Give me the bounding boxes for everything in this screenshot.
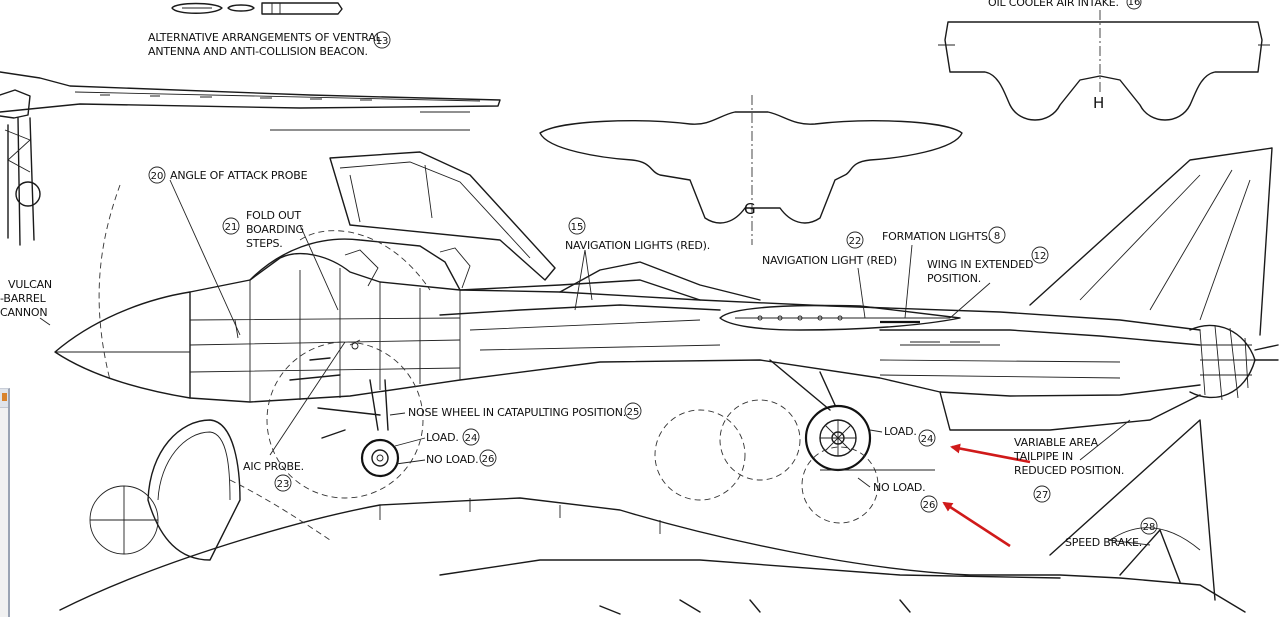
svg-text:20: 20: [151, 171, 164, 182]
wing-top-view: [0, 71, 501, 246]
svg-text:25: 25: [627, 407, 640, 418]
label-aic-probe: AIC PROBE.: [243, 460, 304, 473]
label-vulcan-2: -BARREL: [0, 292, 47, 305]
label-load-main-num: 24: [918, 429, 936, 447]
label-formation-lights: FORMATION LIGHTS.: [882, 230, 991, 243]
label-nav-light-2-num: 22: [846, 231, 864, 249]
label-nav-light-red-2: NAVIGATION LIGHT (RED): [762, 254, 897, 267]
label-load-main: LOAD.: [884, 425, 917, 438]
label-wing-extended-1: WING IN EXTENDED: [927, 258, 1033, 271]
svg-text:13: 13: [376, 36, 389, 47]
label-tailpipe-1: VARIABLE AREA: [1014, 436, 1099, 449]
label-aoa-num: 20: [148, 166, 166, 184]
window-icon: [2, 393, 7, 401]
label-wing-extended-num: 12: [1031, 246, 1049, 264]
label-no-load-main-num: 26: [920, 495, 938, 513]
label-vulcan-1: VULCAN: [8, 278, 52, 291]
label-alt-antenna-2: ANTENNA AND ANTI-COLLISION BEACON.: [148, 45, 368, 58]
label-boarding-3: STEPS.: [246, 237, 283, 250]
label-load-nose: LOAD.: [426, 431, 459, 444]
svg-text:27: 27: [1036, 490, 1049, 501]
label-no-load-nose-num: 26: [479, 449, 497, 467]
label-aoa-probe: ANGLE OF ATTACK PROBE: [170, 169, 308, 182]
label-vulcan-3: CANNON: [0, 306, 47, 319]
label-tailpipe-2: TAILPIPE IN: [1013, 450, 1073, 463]
svg-text:15: 15: [571, 222, 584, 233]
background-window-edge[interactable]: [0, 388, 10, 617]
svg-text:16: 16: [1128, 0, 1141, 8]
fuselage-side-view: [54, 147, 1279, 524]
label-boarding-num: 21: [222, 217, 240, 235]
label-section-h: H: [1093, 94, 1104, 112]
label-nav-lights-red: NAVIGATION LIGHTS (RED).: [565, 239, 710, 252]
label-oil-cooler-num: 16: [1126, 0, 1142, 10]
label-no-load-nose: NO LOAD.: [426, 453, 478, 466]
bottom-planform-view: [59, 419, 1246, 615]
label-tailpipe-num: 27: [1033, 485, 1051, 503]
svg-text:8: 8: [994, 231, 1000, 242]
svg-text:28: 28: [1143, 522, 1156, 533]
svg-text:23: 23: [277, 479, 290, 490]
svg-text:22: 22: [849, 236, 862, 247]
label-tailpipe-3: REDUCED POSITION.: [1014, 464, 1124, 477]
svg-text:26: 26: [482, 454, 495, 465]
svg-text:24: 24: [465, 433, 478, 444]
label-load-nose-num: 24: [462, 428, 480, 446]
label-section-g: G: [744, 200, 756, 218]
leader-lines: [39, 179, 1151, 546]
label-nose-wheel: NOSE WHEEL IN CATAPULTING POSITION.: [408, 406, 626, 419]
label-speed-brake: SPEED BRAKE.: [1065, 536, 1142, 549]
label-no-load-main: NO LOAD.: [873, 481, 925, 494]
label-speed-brake-num: 28: [1140, 517, 1158, 535]
svg-text:21: 21: [225, 222, 238, 233]
red-annotation-arrows: [942, 443, 1031, 548]
label-boarding-1: FOLD OUT: [246, 209, 301, 222]
svg-text:24: 24: [921, 434, 934, 445]
red-arrow-no-load: [942, 501, 1011, 548]
label-boarding-2: BOARDING: [246, 223, 304, 236]
label-nose-wheel-num: 25: [624, 402, 642, 420]
label-aic-probe-num: 23: [274, 474, 292, 492]
section-g-outline: [539, 95, 963, 245]
window-tab[interactable]: [0, 389, 8, 408]
svg-text:12: 12: [1034, 251, 1047, 262]
label-oil-cooler: OIL COOLER AIR INTAKE.: [988, 0, 1119, 9]
label-wing-extended-2: POSITION.: [927, 272, 981, 285]
svg-text:26: 26: [923, 500, 936, 511]
red-arrow-load: [950, 443, 1031, 464]
drawing-labels: OIL COOLER AIR INTAKE. 16 ALTERNATIVE AR…: [0, 0, 1158, 549]
label-formation-num: 8: [988, 226, 1006, 244]
label-alt-antenna-1: ALTERNATIVE ARRANGEMENTS OF VENTRAL: [148, 31, 383, 44]
ventral-antenna-pods: [171, 2, 343, 15]
section-h-outline: [938, 10, 1270, 121]
label-nav-lights-num: 15: [568, 217, 586, 235]
label-alt-antenna-num: 13: [373, 31, 391, 49]
